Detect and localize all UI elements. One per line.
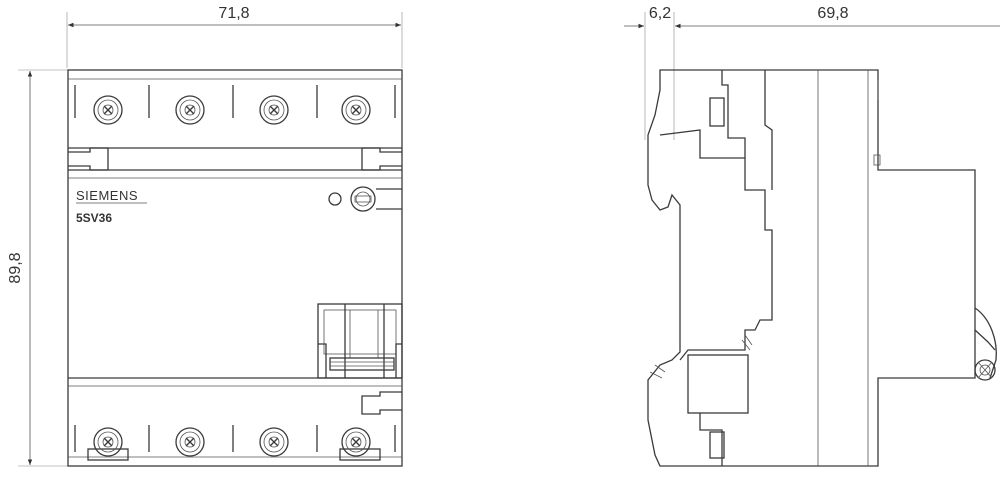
height-dimension-label: 89,8 [7, 252, 24, 283]
bottom-terminal-block [68, 377, 402, 461]
screw-terminal-icon [175, 95, 205, 125]
screw-terminal-icon [259, 427, 289, 457]
height-dimension: 89,8 [7, 69, 68, 467]
width-dimension: 71,8 [66, 5, 403, 68]
offset-dimension-label: 6,2 [649, 5, 671, 22]
depth-dimension-label: 69,8 [817, 5, 848, 22]
front-view: 71,8 89,8 [7, 5, 403, 467]
screw-terminal-icon [93, 95, 123, 125]
side-toggle-lever-icon [974, 307, 997, 381]
screw-terminal-icon [175, 427, 205, 457]
side-view: 6,2 69,8 [624, 5, 1000, 467]
width-dimension-label: 71,8 [218, 5, 249, 22]
model-label: 5SV36 [76, 211, 112, 225]
top-screw-terminals [93, 95, 371, 125]
test-button-icon [350, 186, 402, 212]
screw-terminal-icon [341, 95, 371, 125]
top-terminal-block [68, 85, 402, 179]
offset-dimension: 6,2 [624, 5, 1000, 140]
device-body-outline [67, 69, 403, 467]
toggle-lever-icon [317, 303, 403, 379]
depth-dimension: 69,8 [817, 5, 848, 22]
screw-terminal-icon [259, 95, 289, 125]
screw-terminal-icon [93, 427, 123, 457]
brand-label: SIEMENS [76, 188, 138, 203]
indicator-light-icon [328, 192, 342, 206]
side-profile-outline [647, 69, 976, 467]
bottom-screw-terminals [93, 427, 371, 457]
screw-terminal-icon [341, 427, 371, 457]
